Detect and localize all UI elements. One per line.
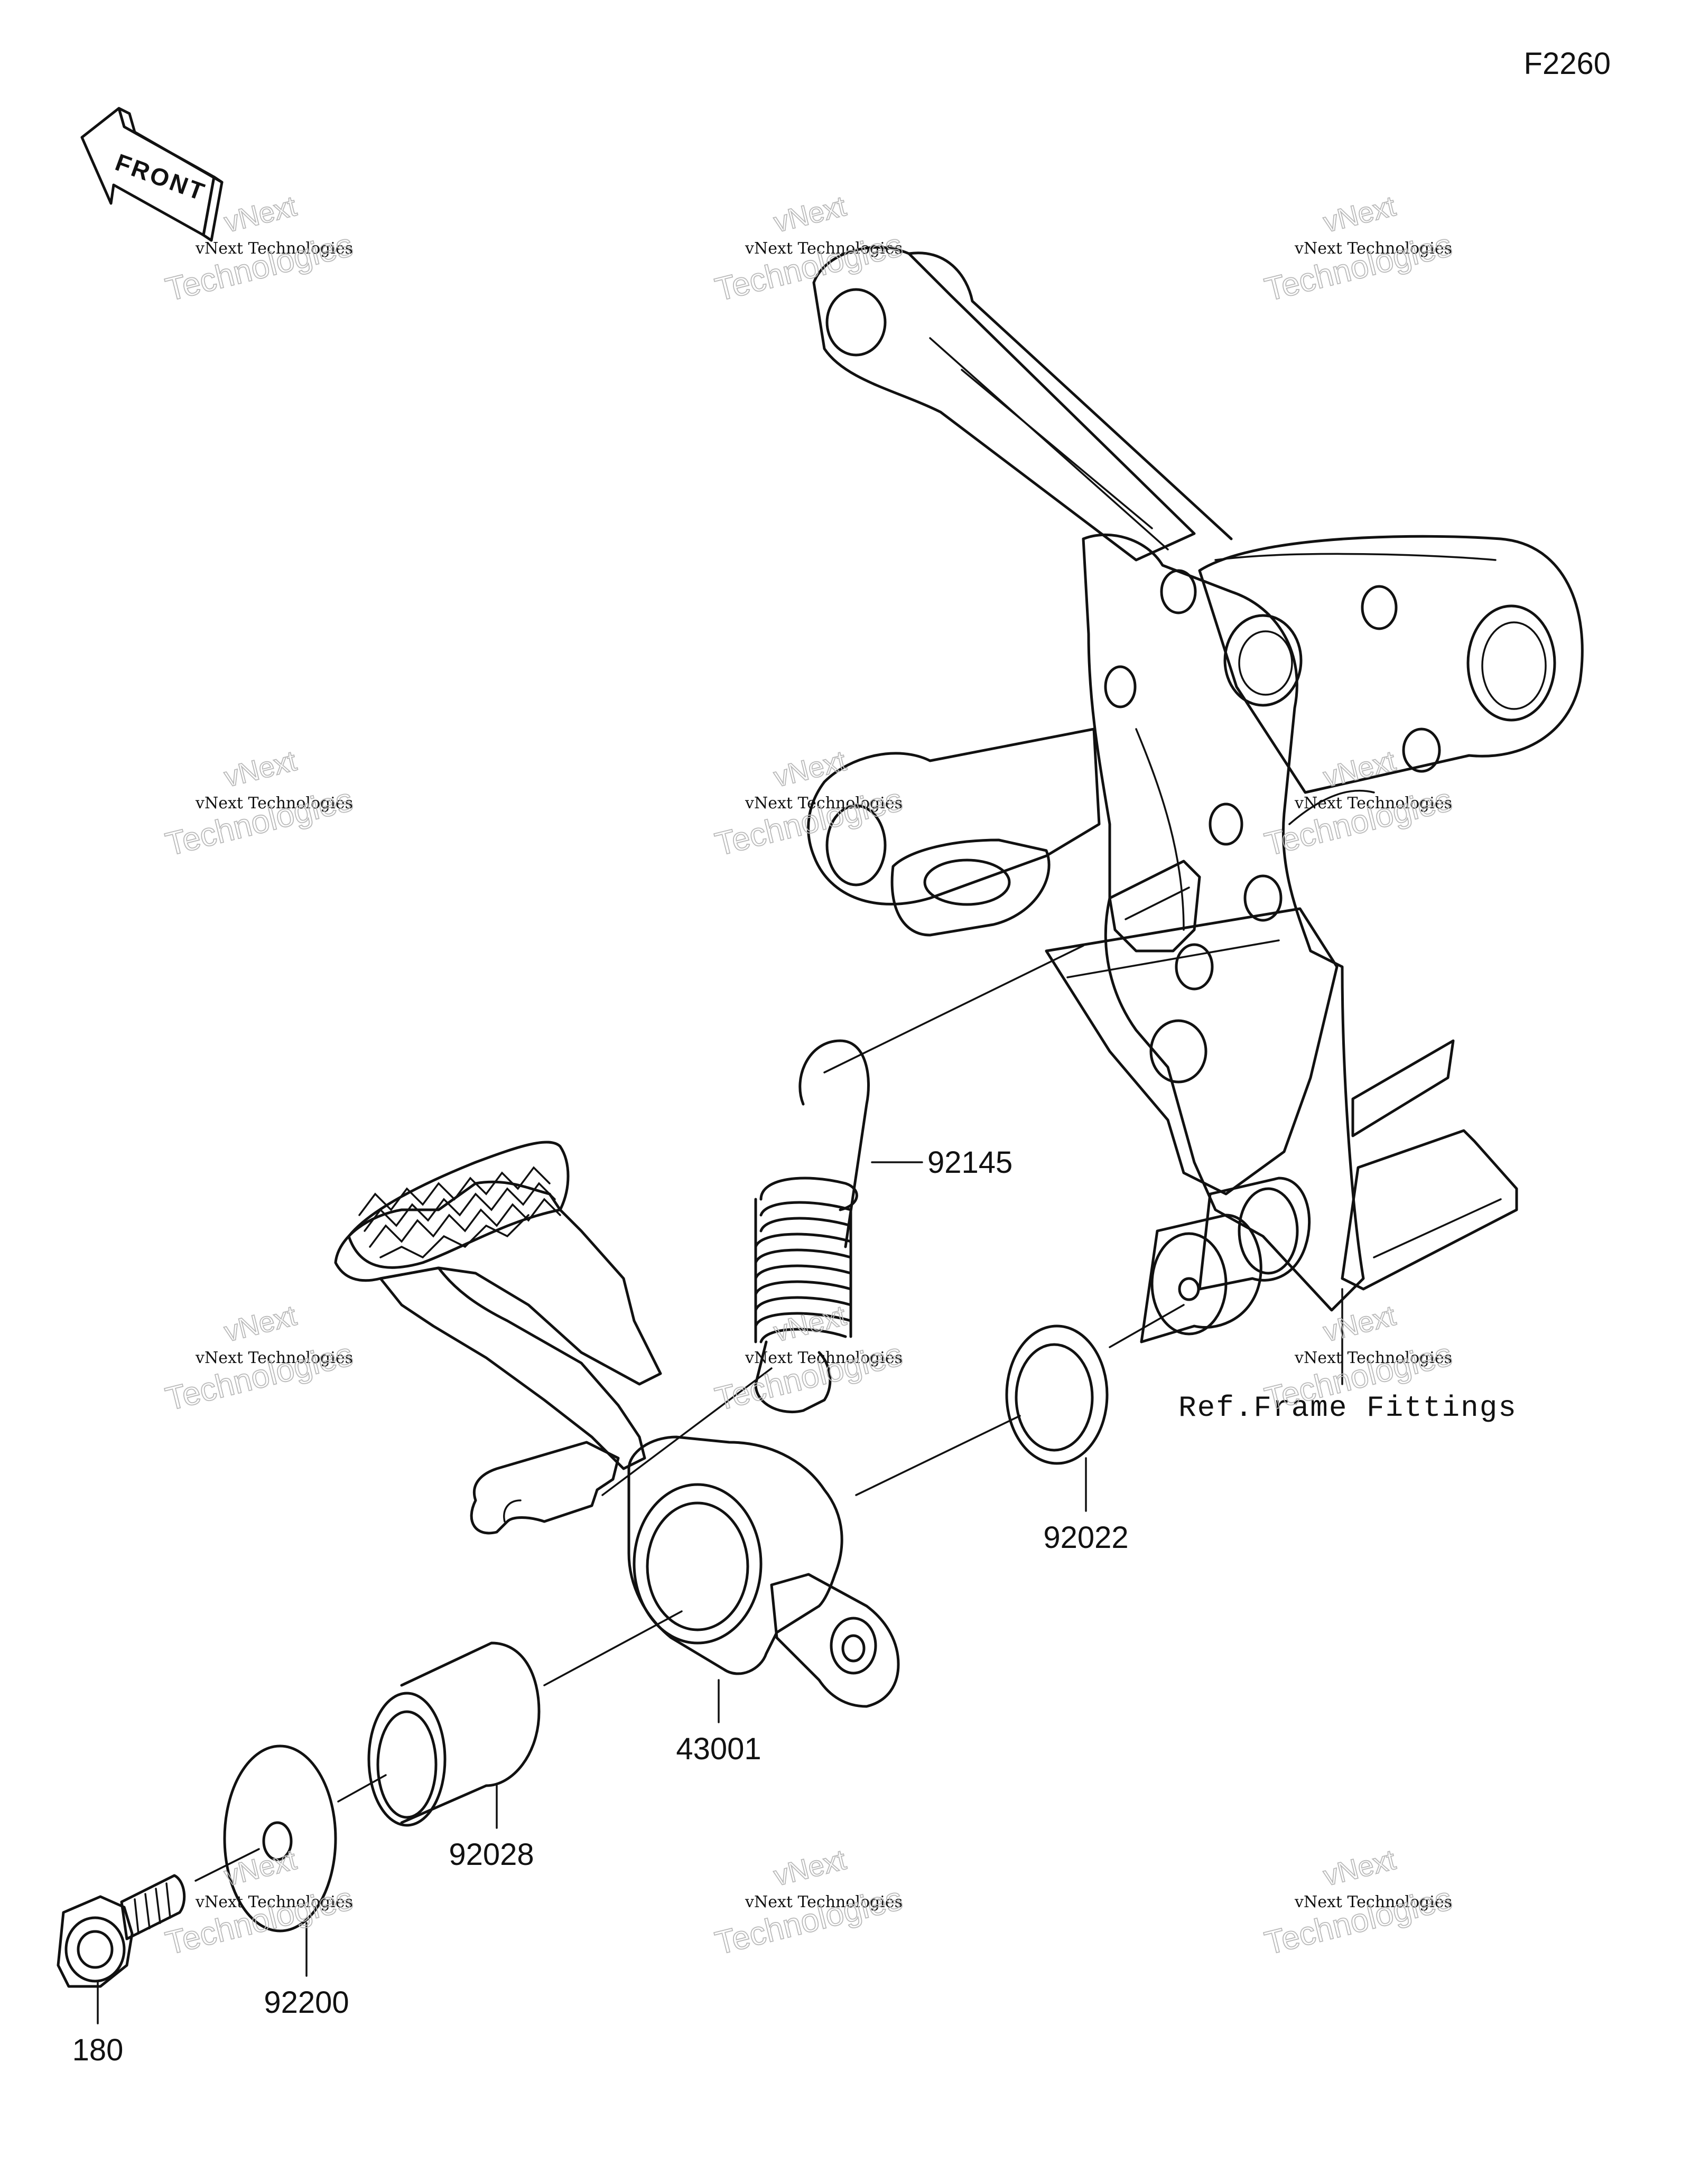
- svg-text:vNext: vNext: [1320, 1844, 1398, 1892]
- front-arrow-icon: FRONT: [80, 107, 224, 242]
- svg-text:vNext: vNext: [1320, 190, 1398, 239]
- svg-text:vNext Technologies: vNext Technologies: [1294, 1893, 1452, 1911]
- svg-text:vNext Technologies: vNext Technologies: [195, 794, 353, 813]
- part-label-92145: 92145: [927, 1145, 1012, 1180]
- svg-text:vNext: vNext: [770, 190, 849, 239]
- svg-text:Technologies: Technologies: [162, 1336, 357, 1418]
- part-label-43001: 43001: [676, 1732, 761, 1766]
- washer-inner-drawing: [223, 1744, 337, 1933]
- svg-text:vNext: vNext: [221, 745, 299, 794]
- svg-text:vNext: vNext: [1320, 1300, 1398, 1348]
- svg-text:Technologies: Technologies: [162, 1880, 357, 1962]
- frame-bracket-drawing: [807, 246, 1584, 1343]
- svg-text:vNext: vNext: [770, 1300, 849, 1348]
- part-label-180: 180: [72, 2033, 124, 2067]
- spring-drawing: [754, 1039, 870, 1414]
- svg-text:Technologies: Technologies: [712, 227, 906, 309]
- svg-text:vNext: vNext: [770, 1844, 849, 1892]
- collar-drawing: [367, 1641, 541, 1827]
- front-label: FRONT: [112, 148, 210, 207]
- svg-text:vNext Technologies: vNext Technologies: [1294, 1349, 1452, 1367]
- washer-outer-drawing: [1005, 1324, 1109, 1465]
- svg-text:Technologies: Technologies: [1261, 227, 1456, 309]
- diagram-code: F2260: [1524, 46, 1611, 81]
- svg-text:vNext Technologies: vNext Technologies: [745, 1893, 903, 1911]
- part-label-92022: 92022: [1043, 1520, 1128, 1555]
- svg-text:vNext Technologies: vNext Technologies: [1294, 239, 1452, 258]
- svg-text:Technologies: Technologies: [162, 781, 357, 863]
- brake-pedal-drawing: [334, 1141, 900, 1708]
- watermark-layer: vNext vNext Technologies Technologies vN…: [162, 190, 1456, 1962]
- svg-text:Technologies: Technologies: [712, 1336, 906, 1418]
- svg-text:vNext: vNext: [221, 190, 299, 239]
- bolt-drawing: [57, 1874, 186, 1988]
- svg-text:vNext: vNext: [221, 1300, 299, 1348]
- svg-text:vNext Technologies: vNext Technologies: [745, 794, 903, 813]
- svg-text:Technologies: Technologies: [1261, 1880, 1456, 1962]
- svg-text:Technologies: Technologies: [712, 1880, 906, 1962]
- ref-frame-fittings-label: Ref.Frame Fittings: [1178, 1391, 1517, 1425]
- part-label-92028: 92028: [449, 1837, 534, 1872]
- svg-text:vNext Technologies: vNext Technologies: [195, 1349, 353, 1367]
- svg-text:vNext Technologies: vNext Technologies: [195, 239, 353, 258]
- part-label-92200: 92200: [264, 1985, 349, 2020]
- svg-text:Technologies: Technologies: [162, 227, 357, 309]
- svg-text:vNext Technologies: vNext Technologies: [195, 1893, 353, 1911]
- svg-text:vNext: vNext: [770, 745, 849, 794]
